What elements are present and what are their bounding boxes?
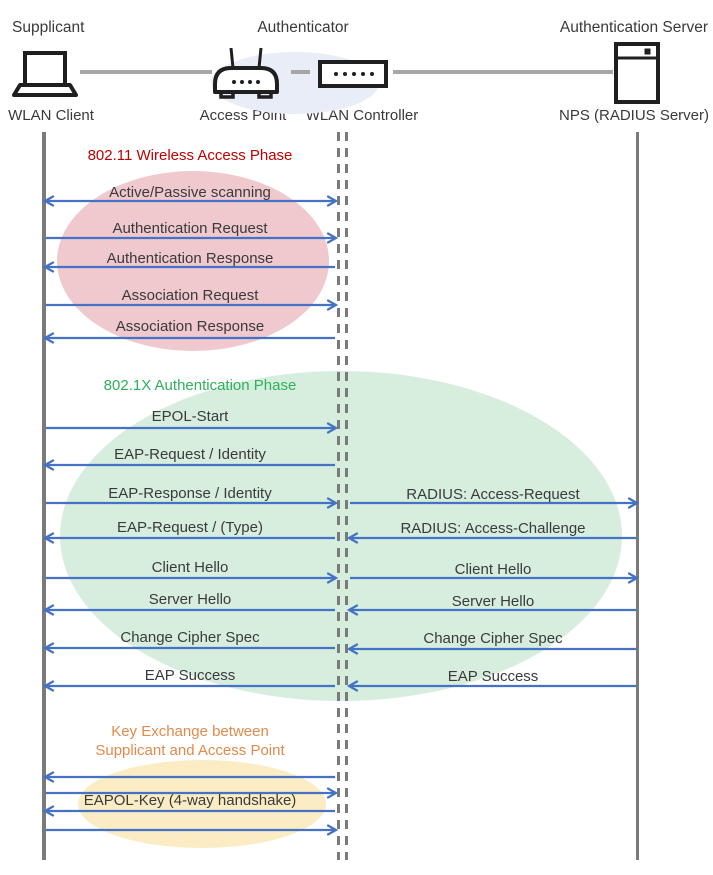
access-point-icon (213, 47, 279, 99)
phase3-title: Key Exchange between Supplicant and Acce… (45, 722, 335, 760)
role-label-authenticator: Authenticator (257, 19, 349, 36)
device-label-nps-radius-server: NPS (RADIUS Server) (558, 107, 710, 124)
device-label-wlan-controller: WLAN Controller (305, 107, 419, 124)
phase3-title-line2: Supplicant and Access Point (95, 742, 285, 759)
lifeline-wlan-client (42, 132, 46, 860)
server-icon (614, 42, 660, 104)
lifeline-wlan-controller (345, 132, 348, 860)
role-label-supplicant: Supplicant (12, 19, 85, 36)
connector-client-ap (80, 70, 212, 74)
wlan-controller-icon (318, 60, 388, 88)
role-label-authentication-server: Authentication Server (559, 19, 709, 36)
lifeline-radius-server (636, 132, 639, 860)
lifeline-access-point (337, 132, 340, 860)
phase3-ellipse (78, 760, 326, 848)
connector-ap-controller (291, 70, 310, 74)
device-label-wlan-client: WLAN Client (8, 107, 94, 124)
connector-controller-server (393, 70, 613, 74)
phase2-title: 802.1X Authentication Phase (103, 377, 297, 394)
phase3-title-line1: Key Exchange between (111, 723, 269, 740)
phase1-title: 802.11 Wireless Access Phase (87, 147, 293, 164)
phase2-ellipse (60, 371, 622, 701)
laptop-icon (12, 51, 78, 97)
